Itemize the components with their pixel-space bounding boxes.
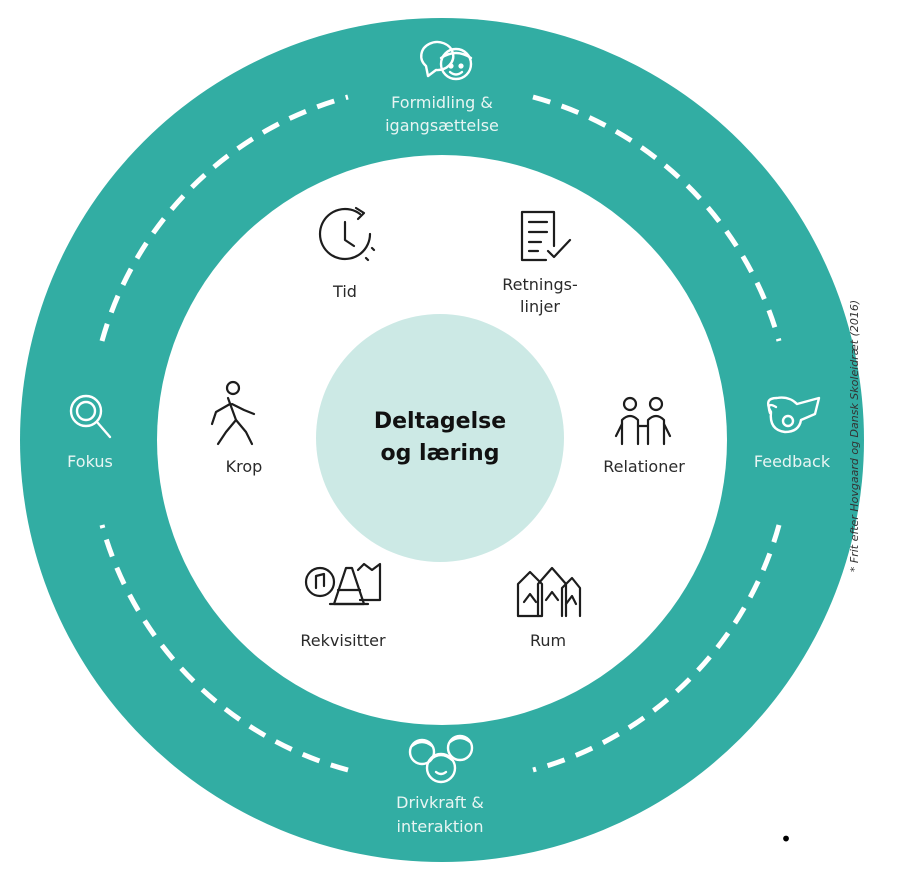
outer-item-formidling: Formidling & igangsættelse [385, 40, 499, 135]
inner-label-retningslinjer-line1: Retnings- [502, 275, 578, 294]
trees-icon [516, 566, 582, 618]
inner-label-rum: Rum [530, 631, 566, 650]
inner-label-relationer: Relationer [603, 457, 685, 476]
inner-label-retningslinjer-line2: linjer [520, 297, 560, 316]
center-title-line2: og læring [381, 441, 500, 466]
outer-item-feedback: Feedback [754, 396, 831, 471]
outer-label-formidling-line2: igangsættelse [385, 116, 499, 135]
dashed-arc-bottom-right [532, 524, 782, 773]
inner-label-krop: Krop [226, 457, 263, 476]
dashed-arc-top-right [532, 94, 782, 342]
inner-label-rekvisitter: Rekvisitter [300, 631, 386, 650]
outer-label-feedback: Feedback [754, 452, 831, 471]
center-title-line1: Deltagelse [374, 409, 506, 434]
inner-item-retningslinjer: Retnings- linjer [502, 210, 578, 316]
outer-label-formidling-line1: Formidling & [391, 93, 493, 112]
speech-faces-icon [420, 40, 473, 81]
outer-label-fokus: Fokus [67, 452, 113, 471]
center-disc [316, 314, 564, 562]
whistle-icon [766, 396, 821, 434]
checklist-icon [520, 210, 572, 262]
props-icon [304, 562, 382, 606]
walking-person-icon [210, 380, 256, 446]
outer-label-drivkraft-line2: interaktion [397, 817, 484, 836]
outer-label-drivkraft-line1: Drivkraft & [396, 793, 484, 812]
inner-item-relationer: Relationer [603, 396, 685, 476]
outer-item-fokus: Fokus [67, 394, 113, 471]
clock-icon [318, 206, 376, 262]
magnifier-icon [69, 394, 112, 439]
inner-item-krop: Krop [210, 380, 263, 476]
dashed-ring-arcs [99, 94, 782, 773]
outer-item-drivkraft: Drivkraft & interaktion [396, 734, 484, 836]
footnote: * Frit efter Hovgaard og Dansk Skoleidræ… [848, 300, 861, 572]
inner-item-rekvisitter: Rekvisitter [300, 562, 386, 650]
group-faces-icon [408, 734, 474, 784]
inner-item-tid: Tid [318, 206, 376, 301]
dashed-arc-top-left [99, 94, 349, 342]
inner-item-rum: Rum [516, 566, 582, 650]
inner-label-tid: Tid [332, 282, 357, 301]
people-pair-icon [614, 396, 672, 446]
dashed-arc-bottom-left [99, 524, 349, 773]
bullet-dot: • [780, 827, 792, 851]
